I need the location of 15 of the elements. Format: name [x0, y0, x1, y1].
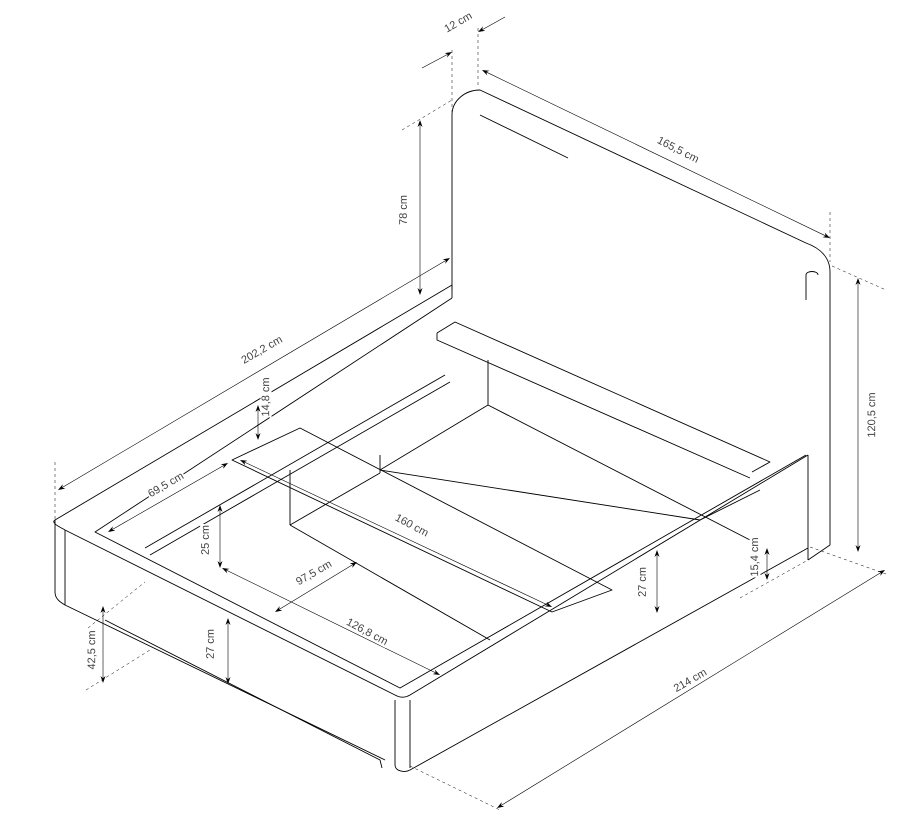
dimension-label: 97,5 cm: [293, 558, 335, 588]
dimension-label: 78 cm: [398, 194, 408, 226]
dimension-label: 27 cm: [637, 566, 647, 598]
dimension-label: 14,8 cm: [260, 376, 272, 418]
dimension-label: 69,5 cm: [145, 470, 187, 500]
dimension-label: 25 cm: [200, 524, 210, 556]
dimension-label: 12 cm: [442, 10, 474, 34]
dimension-label: 120,5 cm: [866, 391, 878, 439]
dimension-label: 15,4 cm: [750, 536, 760, 578]
dimension-label: 126,8 cm: [344, 616, 390, 648]
dimension-label: 27 cm: [205, 628, 215, 660]
dimension-label: 165,5 cm: [654, 134, 702, 166]
dimension-label: 160 cm: [392, 512, 432, 538]
dimension-label: 42,5 cm: [86, 629, 98, 671]
dimension-label: 214 cm: [671, 666, 709, 694]
